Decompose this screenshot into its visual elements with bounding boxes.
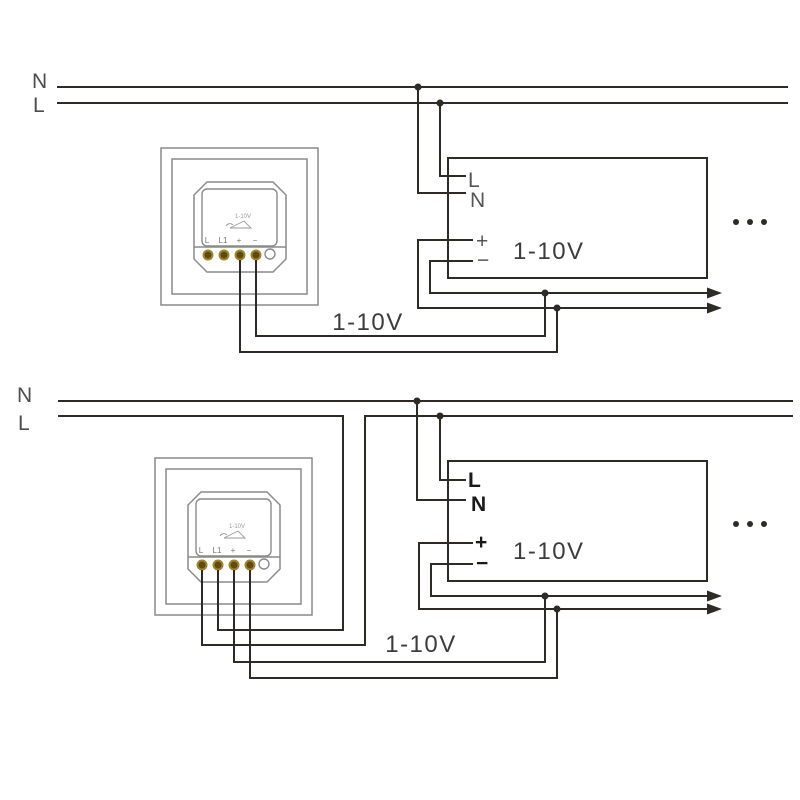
dimmer-icon bbox=[225, 220, 253, 229]
driver-signal-label: 1-10V bbox=[513, 538, 585, 565]
terminal-plus bbox=[228, 559, 240, 571]
arrowhead bbox=[707, 302, 722, 314]
terminal-l bbox=[202, 249, 214, 261]
program-button bbox=[258, 558, 270, 570]
bus-n-label: N bbox=[32, 70, 47, 93]
junction-dot bbox=[541, 592, 549, 600]
dimmer-unit: 1-10V L L1 + − bbox=[160, 147, 319, 306]
driver-n-label: N bbox=[470, 189, 485, 212]
dimmer-screen bbox=[201, 188, 278, 247]
driver-signal-label: 1-10V bbox=[513, 238, 585, 265]
signal-wire-label: 1-10V bbox=[385, 631, 457, 658]
continuation-dots bbox=[733, 521, 767, 527]
junction-dot bbox=[436, 99, 444, 107]
driver-l-label: L bbox=[468, 169, 480, 192]
driver-minus-label: − bbox=[476, 552, 488, 575]
wire-l-feed bbox=[439, 103, 466, 177]
terminal-label-plus: + bbox=[237, 236, 242, 245]
terminal-l1 bbox=[212, 559, 224, 571]
junction-dot bbox=[553, 605, 561, 613]
terminal-label-minus: − bbox=[253, 236, 258, 245]
junction-dot bbox=[413, 397, 421, 405]
dimmer-unit: 1-10V L L1 + − bbox=[154, 457, 313, 616]
arrowhead bbox=[707, 590, 722, 602]
terminal-label-l: L bbox=[205, 236, 210, 245]
ellipsis-dot bbox=[761, 219, 767, 225]
program-button bbox=[264, 248, 276, 260]
terminal-l1 bbox=[218, 249, 230, 261]
terminal-label-l1: L1 bbox=[219, 236, 228, 245]
wire-l-bus-to-dimmer bbox=[58, 415, 344, 631]
terminal-minus bbox=[244, 559, 256, 571]
junction-dot bbox=[414, 83, 422, 91]
terminal-label-l: L bbox=[199, 546, 204, 555]
terminal-label-l1: L1 bbox=[213, 546, 222, 555]
terminal-plus bbox=[234, 249, 246, 261]
bus-n-label: N bbox=[17, 384, 32, 407]
wire-switched-line bbox=[201, 415, 793, 646]
signal-wire-plus bbox=[239, 260, 558, 353]
dimmer-icon bbox=[219, 530, 247, 539]
junction-dot bbox=[553, 304, 561, 312]
terminal-label-minus: − bbox=[247, 546, 252, 555]
ellipsis-dot bbox=[747, 521, 753, 527]
signal-wire-minus bbox=[249, 570, 558, 679]
driver-unit: L N + − 1-10V bbox=[447, 460, 708, 582]
ellipsis-dot bbox=[761, 521, 767, 527]
arrowhead bbox=[707, 287, 722, 299]
diagram-top: N L 1-10V L L1 + − bbox=[32, 70, 788, 353]
terminal-minus bbox=[250, 249, 262, 261]
signal-wire-plus bbox=[233, 570, 546, 663]
ellipsis-dot bbox=[747, 219, 753, 225]
continuation-dots bbox=[733, 219, 767, 225]
dimmer-screen bbox=[195, 498, 272, 557]
wire-n-feed bbox=[417, 87, 466, 194]
driver-box bbox=[447, 460, 708, 582]
wire-n-feed bbox=[416, 401, 466, 501]
driver-box bbox=[447, 157, 708, 279]
junction-dot bbox=[436, 412, 444, 420]
wire-plus-output bbox=[417, 239, 708, 309]
signal-wire-label: 1-10V bbox=[332, 309, 404, 336]
dimmer-screen-icon-text: 1-10V bbox=[229, 524, 245, 530]
wire-l-feed bbox=[439, 416, 466, 481]
arrowhead bbox=[707, 603, 722, 615]
wire-minus-output bbox=[429, 260, 708, 294]
ellipsis-dot bbox=[733, 219, 739, 225]
driver-unit: L N + − 1-10V bbox=[447, 157, 708, 279]
driver-l-label: L bbox=[468, 469, 481, 492]
bus-l-label: L bbox=[33, 94, 45, 117]
diagram-bottom: N L 1-10V L L1 + − bbox=[17, 384, 793, 679]
bus-l-label: L bbox=[18, 412, 30, 435]
wire-plus-output bbox=[418, 542, 708, 610]
driver-n-label: N bbox=[471, 493, 486, 516]
ellipsis-dot bbox=[733, 521, 739, 527]
driver-minus-label: − bbox=[477, 249, 489, 272]
dimmer-screen-icon-text: 1-10V bbox=[235, 214, 251, 220]
signal-wire-minus bbox=[255, 260, 546, 337]
junction-dot bbox=[541, 289, 549, 297]
wire-minus-output bbox=[430, 563, 708, 597]
driver-plus-label: + bbox=[476, 230, 488, 253]
terminal-label-plus: + bbox=[231, 546, 236, 555]
driver-plus-label: + bbox=[475, 531, 487, 554]
terminal-l bbox=[196, 559, 208, 571]
